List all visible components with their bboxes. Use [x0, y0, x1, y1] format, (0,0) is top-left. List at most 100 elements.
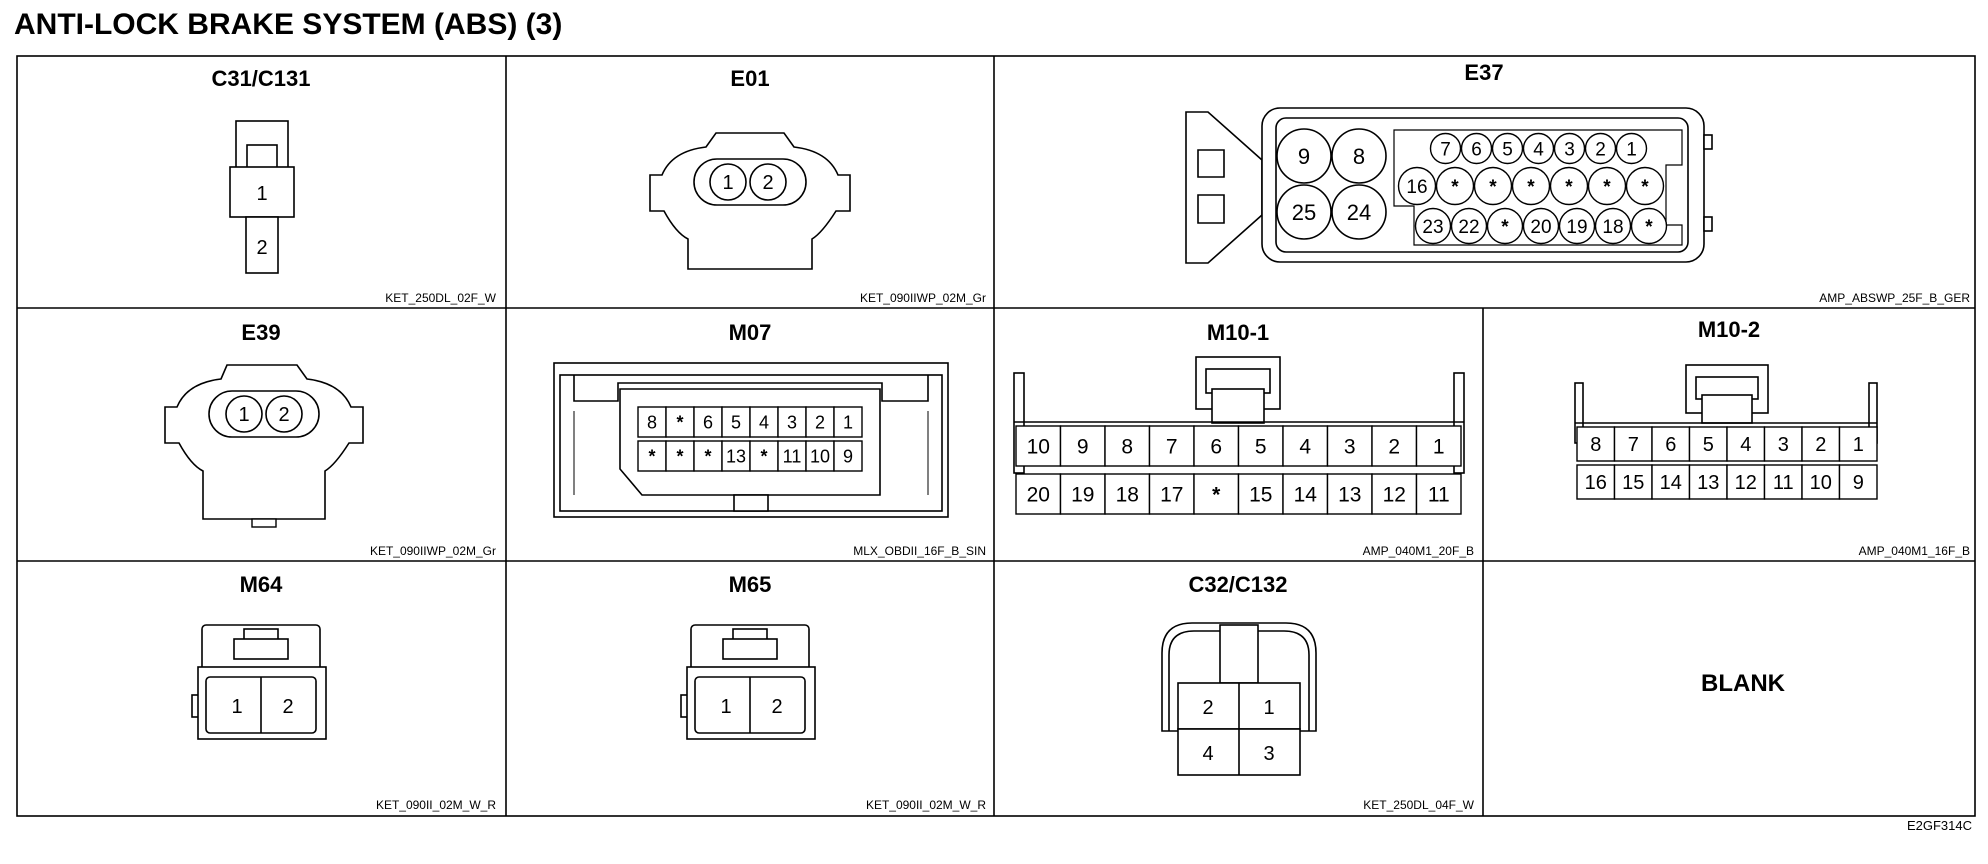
- pin-label: *: [676, 412, 683, 432]
- part-number: KET_090II_02M_W_R: [376, 798, 496, 812]
- pin-cell: [1450, 207, 1488, 245]
- pin-cell: [1576, 464, 1616, 500]
- pin-label: *: [1603, 177, 1611, 198]
- pin-cell: [777, 406, 807, 438]
- pin-label: 12: [1735, 472, 1757, 494]
- pin-label: *: [760, 446, 767, 466]
- pin-cell: [1415, 473, 1462, 515]
- pin-cell: [1435, 166, 1475, 206]
- pin-cell: [1414, 207, 1452, 245]
- part-number: AMP_ABSWP_25F_B_GER: [1819, 291, 1970, 305]
- pin-label: 11: [1428, 484, 1450, 507]
- pin: 25: [1292, 200, 1316, 225]
- figure-code: E2GF314C: [1906, 818, 1972, 833]
- pin-label: 11: [1773, 472, 1794, 494]
- pin-cell: [1237, 473, 1284, 515]
- part-number: KET_090IIWP_02M_Gr: [860, 291, 986, 305]
- pin-cell: [1587, 166, 1627, 206]
- pin-label: 18: [1116, 484, 1139, 507]
- pin-label: 3: [1344, 436, 1356, 459]
- blank-label: BLANK: [1701, 670, 1786, 697]
- pin-cell: [1558, 207, 1596, 245]
- pin-cell: [637, 406, 667, 438]
- pin-cell: [1838, 426, 1878, 462]
- pin-label: 11: [783, 446, 802, 466]
- pin-label: 23: [1422, 217, 1443, 238]
- pin-cell: [1326, 425, 1373, 467]
- pin-2: 2: [1202, 697, 1213, 719]
- pin-cell: [721, 440, 751, 472]
- pin-label: *: [676, 446, 683, 466]
- pin-label: *: [1489, 177, 1497, 198]
- part-number: KET_090II_02M_W_R: [866, 798, 986, 812]
- pin-1: 1: [231, 696, 242, 718]
- pin-cell: [1763, 426, 1803, 462]
- pin-cell: [1371, 473, 1418, 515]
- pin-label: 8: [1590, 434, 1601, 456]
- pin-1: 1: [238, 404, 249, 426]
- pin-cell: [1576, 426, 1616, 462]
- pin-label: 12: [1383, 484, 1406, 507]
- pin-cell: [1801, 464, 1841, 500]
- connector-title: M10-1: [1207, 320, 1269, 345]
- connector-title: M07: [729, 320, 772, 345]
- pin-cell: [1486, 207, 1524, 245]
- pin-label: 18: [1602, 217, 1623, 238]
- pin-cell: [1473, 166, 1513, 206]
- pin-label: 2: [1815, 434, 1826, 456]
- pin-1: 1: [720, 696, 731, 718]
- pin-label: 22: [1458, 217, 1479, 238]
- pin-label: 4: [759, 412, 769, 432]
- part-number: KET_250DL_04F_W: [1363, 798, 1474, 812]
- pin-1: 1: [722, 172, 733, 194]
- connector-m64: M64 1 2 KET_090II_02M_W_R: [191, 572, 496, 812]
- pin-label: 7: [1166, 436, 1178, 459]
- pin-label: 13: [1697, 472, 1719, 494]
- connector-m65: M65 1 2 KET_090II_02M_W_R: [680, 572, 986, 812]
- pin-label: 9: [1853, 472, 1864, 494]
- pin: 24: [1347, 200, 1371, 225]
- pin-label: 4: [1299, 436, 1311, 459]
- pin-cell: [1148, 425, 1195, 467]
- pin-label: 5: [1502, 139, 1513, 160]
- pin-label: 14: [1660, 472, 1682, 494]
- pin-label: *: [704, 446, 711, 466]
- pin-label: 5: [731, 412, 741, 432]
- pin-cell: [805, 440, 835, 472]
- pin-label: *: [1451, 177, 1459, 198]
- pin-label: 6: [1210, 436, 1222, 459]
- pin-label: 5: [1255, 436, 1267, 459]
- pin-label: 6: [1471, 139, 1482, 160]
- pin-cell: [1651, 464, 1691, 500]
- pin-label: *: [1527, 177, 1535, 198]
- connector-title: E37: [1464, 60, 1503, 85]
- pin-label: *: [1212, 484, 1221, 507]
- pin-label: 10: [1027, 436, 1050, 459]
- pin-label: 8: [647, 412, 657, 432]
- pin-cell: [1059, 473, 1106, 515]
- pin-3: 3: [1263, 743, 1274, 765]
- connector-title: E01: [730, 66, 769, 91]
- pin-label: 4: [1740, 434, 1751, 456]
- pin-label: 13: [726, 446, 746, 466]
- pin-cell: [1429, 132, 1462, 165]
- pin-cell: [1594, 207, 1632, 245]
- pin-cell: [1838, 464, 1878, 500]
- pin-label: 10: [810, 446, 830, 466]
- pin-cell: [1148, 473, 1195, 515]
- pin-label: 8: [1121, 436, 1133, 459]
- pin-2: 2: [762, 172, 773, 194]
- pin-cell: [749, 406, 779, 438]
- pin-label: 19: [1071, 484, 1094, 507]
- pin-cell: [1282, 425, 1329, 467]
- pin-label: 6: [703, 412, 713, 432]
- blank-cell: BLANK: [1701, 670, 1786, 697]
